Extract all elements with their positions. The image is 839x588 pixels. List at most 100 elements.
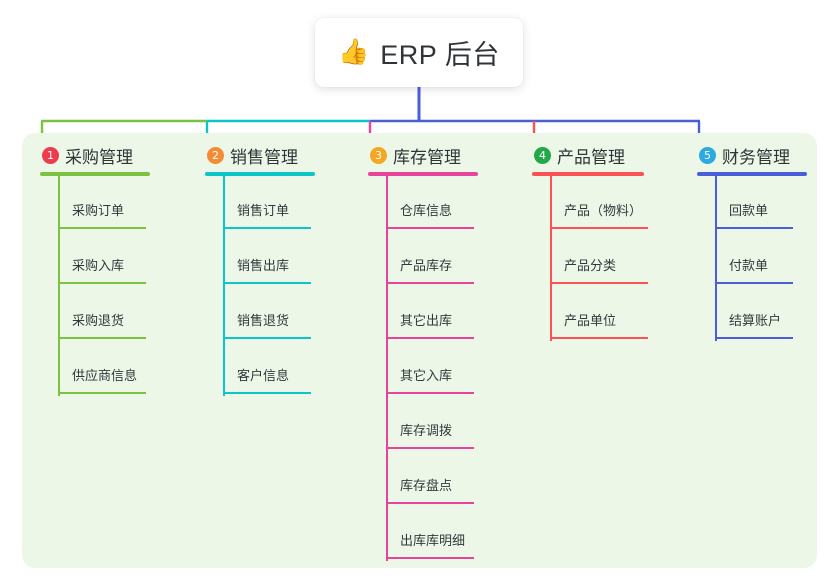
branch-item-underline	[58, 227, 146, 229]
branch-item[interactable]: 产品库存	[386, 231, 478, 286]
branch-header-underline	[205, 172, 315, 176]
branch-item[interactable]: 仓库信息	[386, 176, 478, 231]
branch-item-list: 销售订单销售出库销售退货客户信息	[205, 176, 315, 396]
branch-item[interactable]: 客户信息	[223, 341, 315, 396]
branch-item[interactable]: 采购订单	[58, 176, 150, 231]
root-title: ERP 后台	[380, 40, 500, 70]
branch-number-badge: 3	[370, 146, 387, 164]
branch-item-label: 销售退货	[237, 313, 290, 328]
branch-item[interactable]: 其它出库	[386, 286, 478, 341]
branch-item-underline	[715, 227, 793, 229]
branch-item[interactable]: 销售出库	[223, 231, 315, 286]
branch-item-label: 出库库明细	[400, 533, 466, 548]
branch-item[interactable]: 出库库明细	[386, 506, 478, 561]
branch-item-underline	[386, 392, 474, 394]
branch-item-label: 客户信息	[237, 368, 290, 383]
branch-item-underline	[550, 282, 648, 284]
branch-spine	[550, 176, 552, 341]
branch-header-label: 采购管理	[65, 147, 133, 167]
branch-item-label: 库存盘点	[400, 478, 453, 493]
branch-header-4[interactable]: 4 产品管理	[532, 143, 644, 167]
branch-header-1[interactable]: 1 采购管理	[40, 143, 150, 167]
branch-number-badge: 1	[42, 146, 59, 164]
branch-header-label: 财务管理	[722, 147, 790, 167]
branch-item-label: 产品库存	[400, 258, 453, 273]
branch-number-badge: 4	[534, 146, 551, 164]
branch-column-2: 2 销售管理销售订单销售出库销售退货客户信息	[205, 143, 315, 396]
branch-item-list: 回款单付款单结算账户	[697, 176, 807, 341]
branch-header-underline	[532, 172, 644, 176]
branch-item-label: 结算账户	[729, 313, 782, 328]
branch-item-underline	[550, 337, 648, 339]
branch-item-underline	[58, 337, 146, 339]
branch-header-label: 产品管理	[557, 147, 625, 167]
branch-item-label: 采购入库	[72, 258, 125, 273]
branch-header-label: 库存管理	[393, 147, 461, 167]
branch-item-label: 仓库信息	[400, 203, 453, 218]
branch-item[interactable]: 采购入库	[58, 231, 150, 286]
branch-item-underline	[550, 227, 648, 229]
branch-item-list: 仓库信息产品库存其它出库其它入库库存调拨库存盘点出库库明细	[368, 176, 478, 561]
branch-item[interactable]: 产品分类	[550, 231, 648, 286]
branch-header-3[interactable]: 3 库存管理	[368, 143, 478, 167]
branch-spine	[715, 176, 717, 341]
branch-item-underline	[58, 282, 146, 284]
branch-item-label: 回款单	[729, 203, 769, 218]
branch-item[interactable]: 采购退货	[58, 286, 150, 341]
branch-item-list: 采购订单采购入库采购退货供应商信息	[40, 176, 150, 396]
branch-item-label: 采购退货	[72, 313, 125, 328]
branch-item-underline	[386, 557, 474, 559]
branch-item-label: 产品分类	[564, 258, 617, 273]
branch-header-underline	[368, 172, 478, 176]
branch-header-label: 销售管理	[230, 147, 298, 167]
branch-item[interactable]: 库存调拨	[386, 396, 478, 451]
branch-item-label: 产品单位	[564, 313, 617, 328]
branch-item[interactable]: 其它入库	[386, 341, 478, 396]
branches-panel	[22, 133, 817, 568]
branch-item-label: 供应商信息	[72, 368, 138, 383]
branch-item-label: 库存调拨	[400, 423, 453, 438]
branch-item-label: 销售订单	[237, 203, 290, 218]
branch-item-underline	[386, 227, 474, 229]
branch-item[interactable]: 库存盘点	[386, 451, 478, 506]
branch-header-underline	[40, 172, 150, 176]
branch-item[interactable]: 结算账户	[715, 286, 807, 341]
branch-number-badge: 2	[207, 146, 224, 164]
branch-item[interactable]: 供应商信息	[58, 341, 150, 396]
branch-spine	[58, 176, 60, 396]
branch-item-underline	[715, 282, 793, 284]
branch-item-label: 销售出库	[237, 258, 290, 273]
thumbs-up-icon: 👍	[338, 38, 370, 66]
root-node-content: 👍 ERP 后台	[338, 33, 500, 72]
branch-item[interactable]: 产品（物料）	[550, 176, 648, 231]
branch-item[interactable]: 销售订单	[223, 176, 315, 231]
branch-item-underline	[386, 282, 474, 284]
branch-item-underline	[386, 337, 474, 339]
branch-item[interactable]: 产品单位	[550, 286, 648, 341]
branch-header-underline	[697, 172, 807, 176]
branch-column-4: 4 产品管理产品（物料） 产品分类产品单位	[532, 143, 648, 341]
branch-item-label: 其它入库	[400, 368, 453, 383]
branch-spine	[223, 176, 225, 396]
branch-item[interactable]: 回款单	[715, 176, 807, 231]
branch-header-2[interactable]: 2 销售管理	[205, 143, 315, 167]
branch-item-underline	[223, 227, 311, 229]
branch-item-label: 付款单	[729, 258, 769, 273]
branch-item-underline	[58, 392, 146, 394]
branch-spine	[386, 176, 388, 561]
branch-column-1: 1 采购管理采购订单采购入库采购退货供应商信息	[40, 143, 150, 396]
branch-item-underline	[386, 447, 474, 449]
branch-item-underline	[715, 337, 793, 339]
branch-item-underline	[386, 502, 474, 504]
branch-column-3: 3 库存管理仓库信息产品库存其它出库其它入库库存调拨库存盘点出库库明细	[368, 143, 478, 561]
branch-item[interactable]: 销售退货	[223, 286, 315, 341]
branch-item-list: 产品（物料） 产品分类产品单位	[532, 176, 648, 341]
branch-item-underline	[223, 337, 311, 339]
root-node[interactable]: 👍 ERP 后台	[315, 18, 523, 87]
branch-item-underline	[223, 392, 311, 394]
branch-item[interactable]: 付款单	[715, 231, 807, 286]
branch-item-label: 产品（物料）	[564, 203, 643, 218]
